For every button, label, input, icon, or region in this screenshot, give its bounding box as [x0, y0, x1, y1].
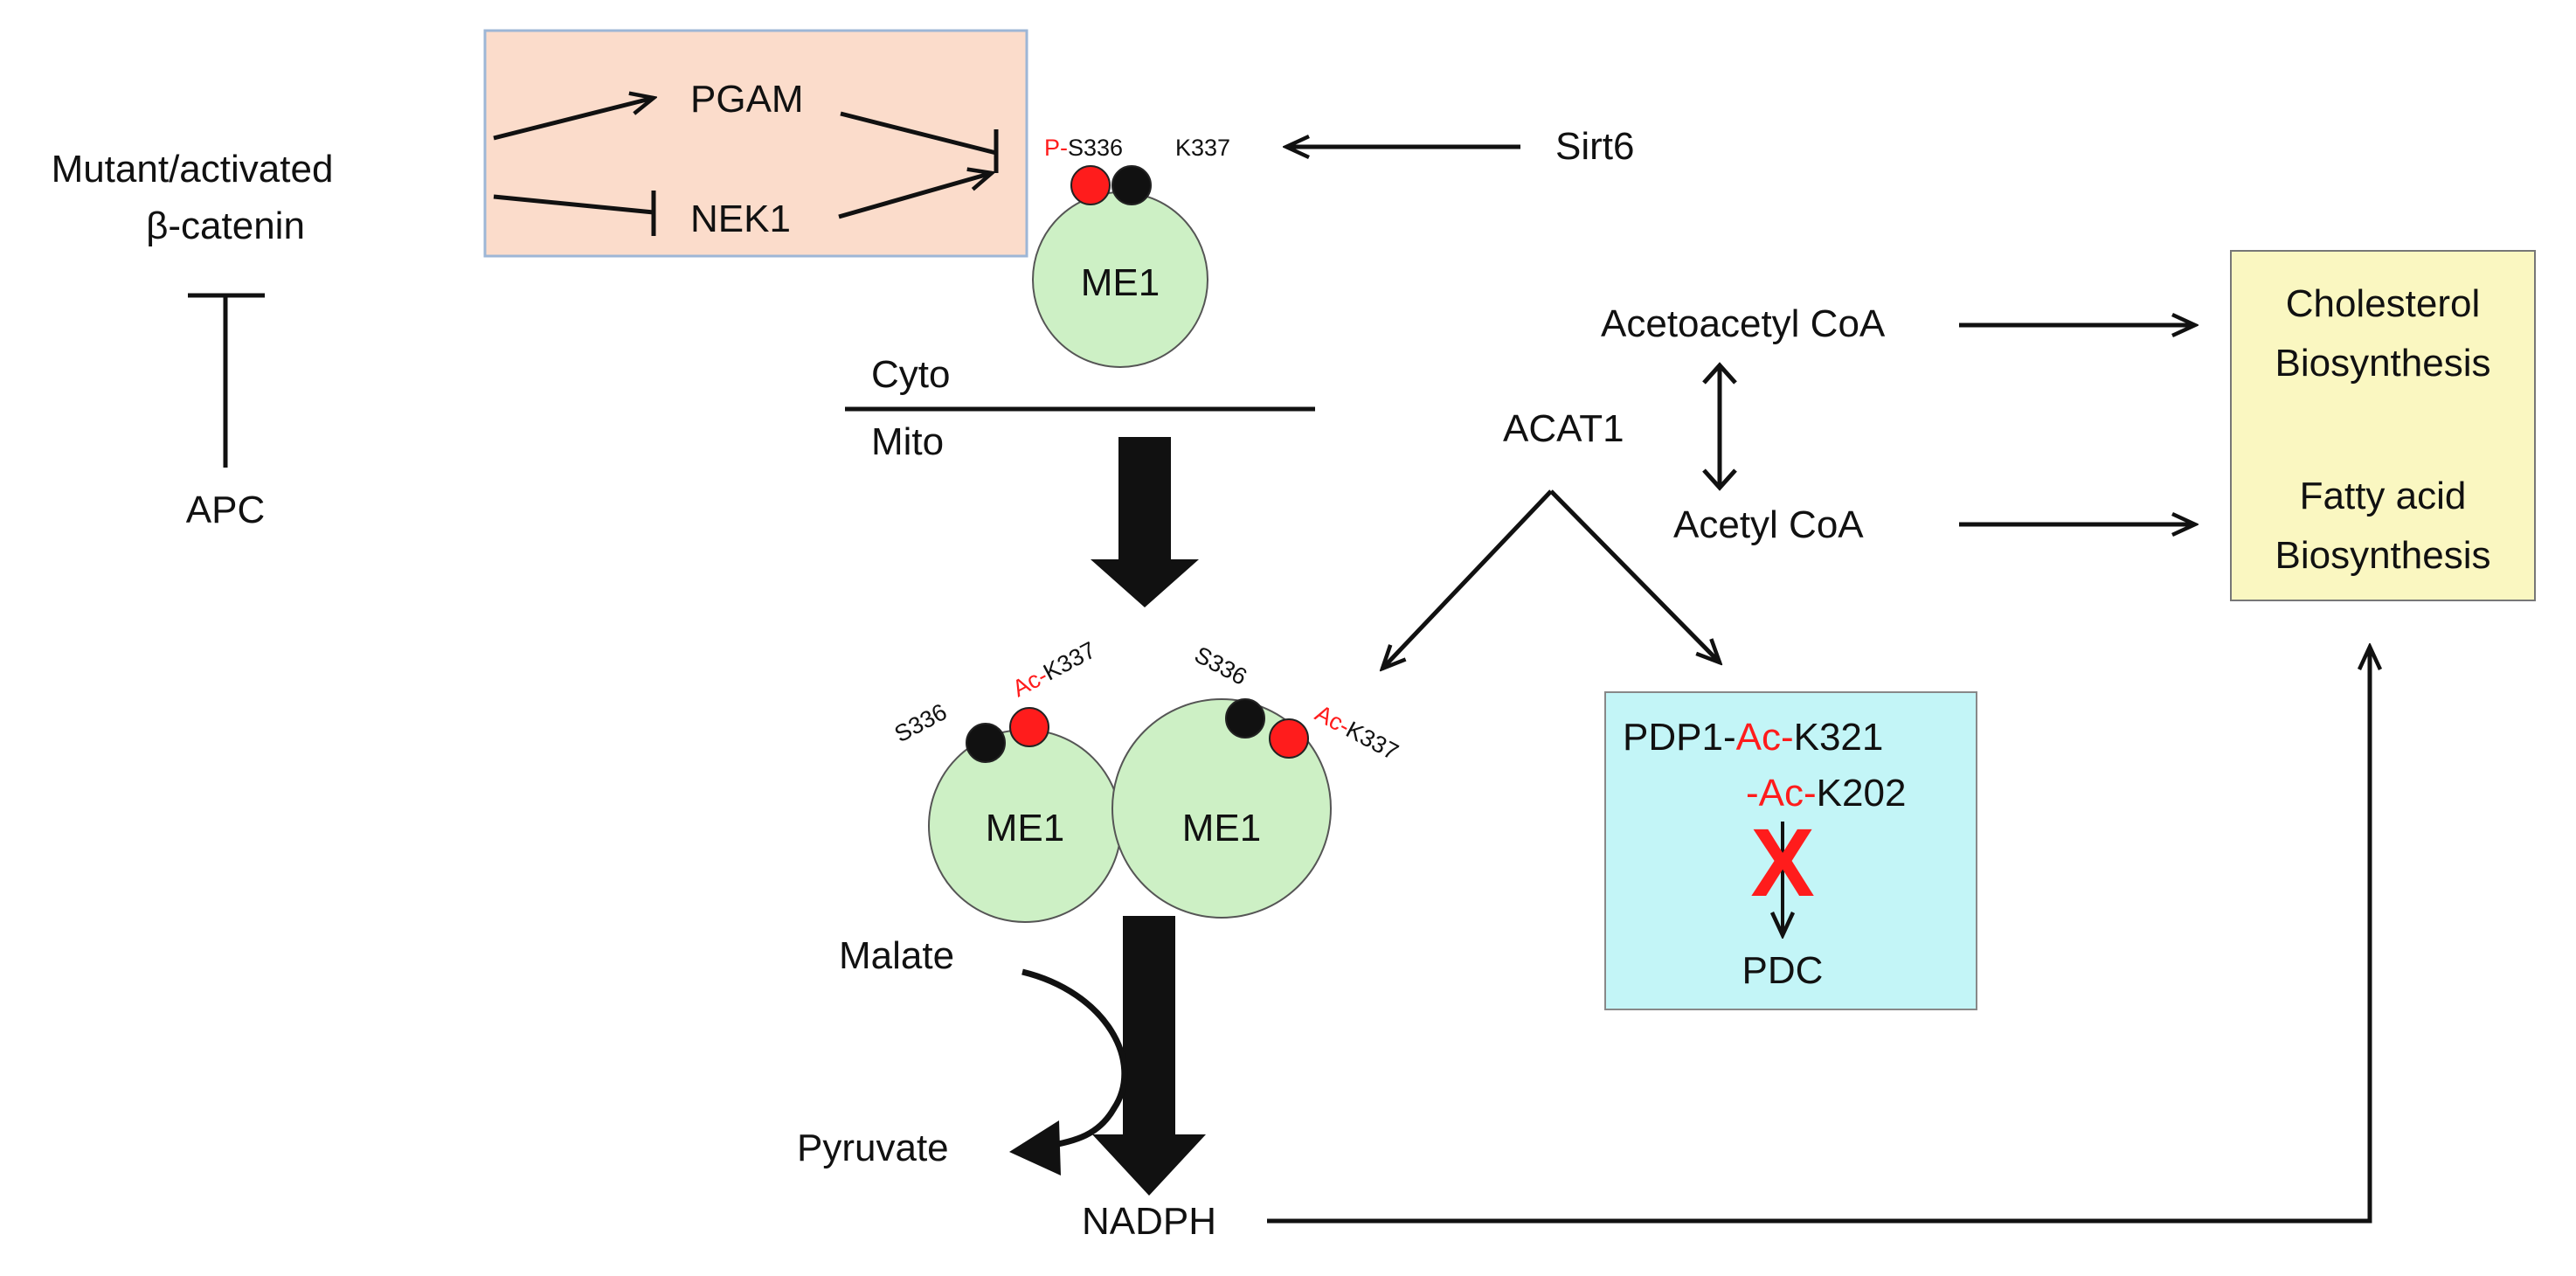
pdc-label: PDC — [1742, 949, 1824, 992]
acetoacetyl-coa-label: Acetoacetyl CoA — [1601, 302, 1886, 345]
nadph-to-biosynthesis-arrow — [1267, 647, 2370, 1224]
cholesterol-line1: Cholesterol — [2286, 282, 2481, 325]
mutant-label-line1: Mutant/activated — [52, 148, 334, 191]
mutant-label-line2: β-catenin — [146, 205, 305, 247]
apc-label: APC — [186, 489, 265, 531]
reaction-arrow — [1092, 916, 1206, 1196]
s336-left-dot — [966, 723, 1006, 763]
s336-right-label: S336 — [1190, 641, 1251, 690]
s336-phospho-dot — [1070, 165, 1111, 205]
pgam-activation-arrow — [493, 98, 654, 141]
s336-left-label: S336 — [890, 698, 952, 747]
block-x-mark: X — [1750, 809, 1814, 917]
nek1-activation-arrow — [838, 173, 992, 219]
pdp1-dash: - — [1746, 772, 1759, 815]
nadph-label: NADPH — [1082, 1200, 1216, 1243]
me1-mito-right-label: ME1 — [1182, 807, 1261, 850]
pdp1-box — [1604, 691, 1977, 1010]
fatty-acid-line1: Fatty acid — [2300, 475, 2467, 517]
cholesterol-line2: Biosynthesis — [2275, 342, 2490, 385]
s336-right-dot — [1225, 698, 1265, 739]
pdp1-ac1-label: Ac- — [1736, 716, 1794, 759]
pdp1-k321-label: K321 — [1794, 716, 1884, 759]
k337-left-label: K337 — [1039, 636, 1100, 685]
cyto-label: Cyto — [871, 353, 950, 396]
fatty-acid-line2: Biosynthesis — [2275, 534, 2490, 577]
pdp1-line2: -Ac-K202 — [1746, 772, 1906, 815]
nek1-inhibition-bar — [493, 191, 656, 236]
pdp1-label: PDP1- — [1623, 716, 1736, 759]
me1-cytosolic-label: ME1 — [1081, 261, 1160, 304]
malate-label: Malate — [839, 934, 954, 977]
s336-label-cyto: S336 — [1068, 135, 1123, 161]
k337-right-label: K337 — [1342, 717, 1403, 766]
acetyl-coa-label: Acetyl CoA — [1673, 503, 1864, 546]
acetoacetyl-acetyl-double-arrow — [1702, 362, 1737, 491]
mito-label: Mito — [871, 420, 944, 463]
acat1-to-me1-arrow — [1382, 489, 1553, 669]
phospho-prefix-label: P- — [1044, 135, 1068, 161]
pdp1-ac2-label: Ac- — [1759, 772, 1817, 815]
regulator-box — [483, 29, 1028, 258]
acat1-to-pdp1-arrow — [1549, 489, 1720, 662]
k337-left-acetyl-dot — [1009, 707, 1049, 747]
pgam-inhibits-s336 — [840, 111, 999, 173]
biosynthesis-box — [2230, 250, 2536, 601]
malate-pyruvate-curve — [1021, 968, 1128, 1150]
acat1-label: ACAT1 — [1503, 407, 1624, 450]
import-arrow — [1091, 437, 1199, 607]
k337-label-cyto: K337 — [1175, 135, 1230, 161]
pdp1-line: PDP1-Ac-K321 — [1623, 716, 1883, 759]
k337-dot — [1111, 165, 1152, 205]
pgam-label: PGAM — [690, 78, 804, 121]
k337-right-acetyl-dot — [1269, 718, 1309, 759]
nek1-label: NEK1 — [690, 198, 791, 240]
apc-inhibition-bar — [188, 293, 265, 468]
pyruvate-label: Pyruvate — [797, 1127, 949, 1169]
sirt6-label: Sirt6 — [1555, 125, 1634, 168]
me1-mito-left-label: ME1 — [986, 807, 1064, 850]
pdp1-k202-label: K202 — [1817, 772, 1907, 815]
pyruvate-arrowhead — [1009, 1120, 1061, 1175]
